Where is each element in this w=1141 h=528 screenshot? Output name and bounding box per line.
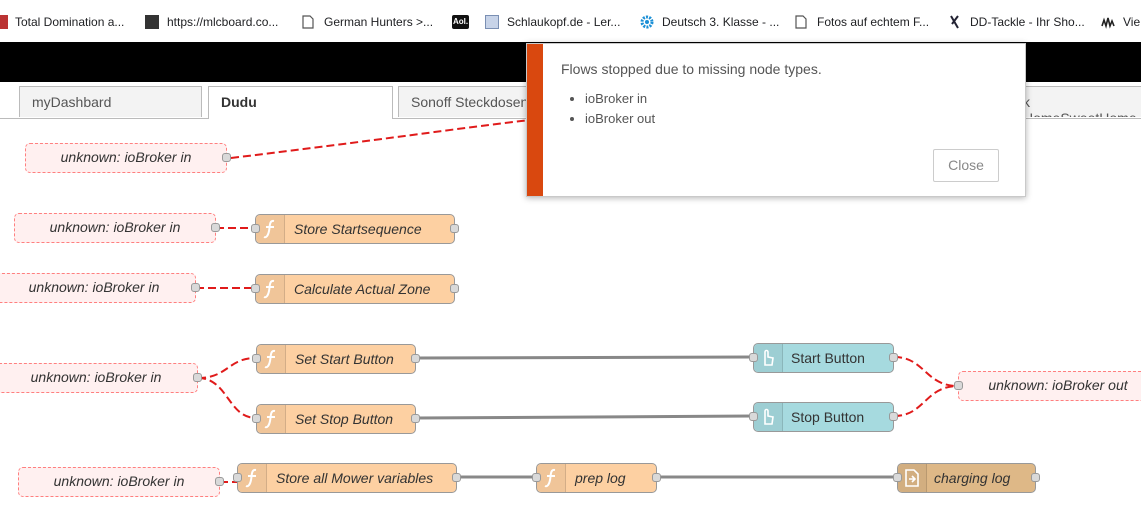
- function-icon: [238, 464, 267, 492]
- output-port[interactable]: [652, 473, 661, 482]
- hand-pointer-icon: [754, 403, 783, 431]
- output-port[interactable]: [450, 284, 459, 293]
- node-file-charging-log[interactable]: charging log: [893, 463, 1040, 493]
- wire-broken: [893, 356, 959, 387]
- tab-mydashbard[interactable]: myDashbard: [19, 86, 202, 117]
- node-unknown-iobroker-in[interactable]: unknown: ioBroker in: [14, 213, 220, 243]
- list-item: ioBroker in: [585, 89, 655, 109]
- function-icon: [256, 215, 285, 243]
- node-function-calculate-zone[interactable]: Calculate Actual Zone: [251, 274, 459, 304]
- wire-broken: [197, 377, 257, 419]
- bookmark-vie[interactable]: Vie: [1101, 13, 1140, 31]
- node-function-store-startsequence[interactable]: Store Startsequence: [251, 214, 459, 244]
- bookmark-german-hunters[interactable]: German Hunters >...: [302, 13, 433, 31]
- output-port[interactable]: [450, 224, 459, 233]
- function-icon: [537, 464, 566, 492]
- file-icon: [898, 464, 927, 492]
- wires-layer: [196, 119, 959, 483]
- wire-broken: [893, 385, 959, 417]
- node-function-store-mower[interactable]: Store all Mower variables: [233, 463, 461, 493]
- output-port[interactable]: [411, 414, 420, 423]
- mlc-favicon-icon: [145, 15, 159, 29]
- page-icon: [795, 15, 809, 29]
- chart-icon: [1101, 15, 1115, 29]
- node-function-set-start-button[interactable]: Set Start Button: [252, 344, 420, 374]
- node-function-prep-log[interactable]: prep log: [532, 463, 661, 493]
- bookmark-dd-tackle[interactable]: DD-Tackle - Ihr Sho...: [948, 13, 1085, 31]
- node-unknown-iobroker-out[interactable]: unknown: ioBroker out: [954, 371, 1141, 401]
- output-port[interactable]: [193, 373, 202, 382]
- input-port[interactable]: [233, 473, 242, 482]
- output-port[interactable]: [1031, 473, 1040, 482]
- bookmark-mlcboard[interactable]: https://mlcboard.co...: [145, 13, 278, 31]
- node-unknown-iobroker-in[interactable]: unknown: ioBroker in: [0, 363, 202, 393]
- input-port[interactable]: [251, 284, 260, 293]
- output-port[interactable]: [215, 477, 224, 486]
- output-port[interactable]: [191, 283, 200, 292]
- wire: [415, 414, 754, 420]
- node-unknown-iobroker-in[interactable]: unknown: ioBroker in: [18, 467, 224, 497]
- tab-dudu[interactable]: Dudu: [208, 86, 393, 119]
- bookmark-total-domination[interactable]: Total Domination a...: [0, 13, 124, 31]
- notification-message: Flows stopped due to missing node types.: [561, 61, 822, 77]
- input-port[interactable]: [749, 353, 758, 362]
- function-icon: [257, 405, 286, 433]
- node-ui-start-button[interactable]: Start Button: [749, 343, 898, 373]
- bookmark-aol[interactable]: Aol.: [452, 13, 477, 31]
- aol-icon: Aol.: [452, 15, 469, 29]
- input-port[interactable]: [252, 414, 261, 423]
- tackle-icon: [948, 15, 962, 29]
- close-button[interactable]: Close: [933, 149, 999, 182]
- tab-homesweethome[interactable]: k HomeSweetHome: [1010, 86, 1141, 117]
- error-stripe: [527, 44, 543, 196]
- output-port[interactable]: [222, 153, 231, 162]
- missing-types-list: ioBroker in ioBroker out: [561, 89, 655, 129]
- output-port[interactable]: [889, 353, 898, 362]
- gear-icon: [640, 15, 654, 29]
- wire-broken: [230, 119, 531, 159]
- input-port[interactable]: [251, 224, 260, 233]
- bookmark-deutsch[interactable]: Deutsch 3. Klasse - ...: [640, 13, 779, 31]
- input-port[interactable]: [954, 381, 963, 390]
- function-icon: [257, 345, 286, 373]
- output-port[interactable]: [411, 354, 420, 363]
- wire: [415, 355, 754, 360]
- bookmark-schlaukopf[interactable]: Schlaukopf.de - Ler...: [485, 13, 620, 31]
- function-icon: [256, 275, 285, 303]
- output-port[interactable]: [889, 412, 898, 421]
- bookmarks-bar: Total Domination a... https://mlcboard.c…: [0, 0, 1141, 43]
- output-port[interactable]: [452, 473, 461, 482]
- bookmark-fotos[interactable]: Fotos auf echtem F...: [795, 13, 929, 31]
- node-unknown-iobroker-in[interactable]: unknown: ioBroker in: [0, 273, 200, 303]
- tab-sonoff[interactable]: Sonoff Steckdosen: [398, 86, 538, 117]
- input-port[interactable]: [749, 412, 758, 421]
- hand-pointer-icon: [754, 344, 783, 372]
- schlaukopf-icon: [485, 15, 499, 29]
- node-ui-stop-button[interactable]: Stop Button: [749, 402, 898, 432]
- missing-nodes-notification: Flows stopped due to missing node types.…: [526, 43, 1026, 197]
- list-item: ioBroker out: [585, 109, 655, 129]
- game-favicon-icon: [0, 15, 8, 29]
- input-port[interactable]: [532, 473, 541, 482]
- page-icon: [302, 15, 316, 29]
- wire-broken: [197, 357, 257, 379]
- output-port[interactable]: [211, 223, 220, 232]
- node-unknown-iobroker-in[interactable]: unknown: ioBroker in: [25, 143, 231, 173]
- flow-workspace[interactable]: unknown: ioBroker in unknown: ioBroker i…: [0, 118, 1141, 528]
- node-function-set-stop-button[interactable]: Set Stop Button: [252, 404, 420, 434]
- input-port[interactable]: [893, 473, 902, 482]
- input-port[interactable]: [252, 354, 261, 363]
